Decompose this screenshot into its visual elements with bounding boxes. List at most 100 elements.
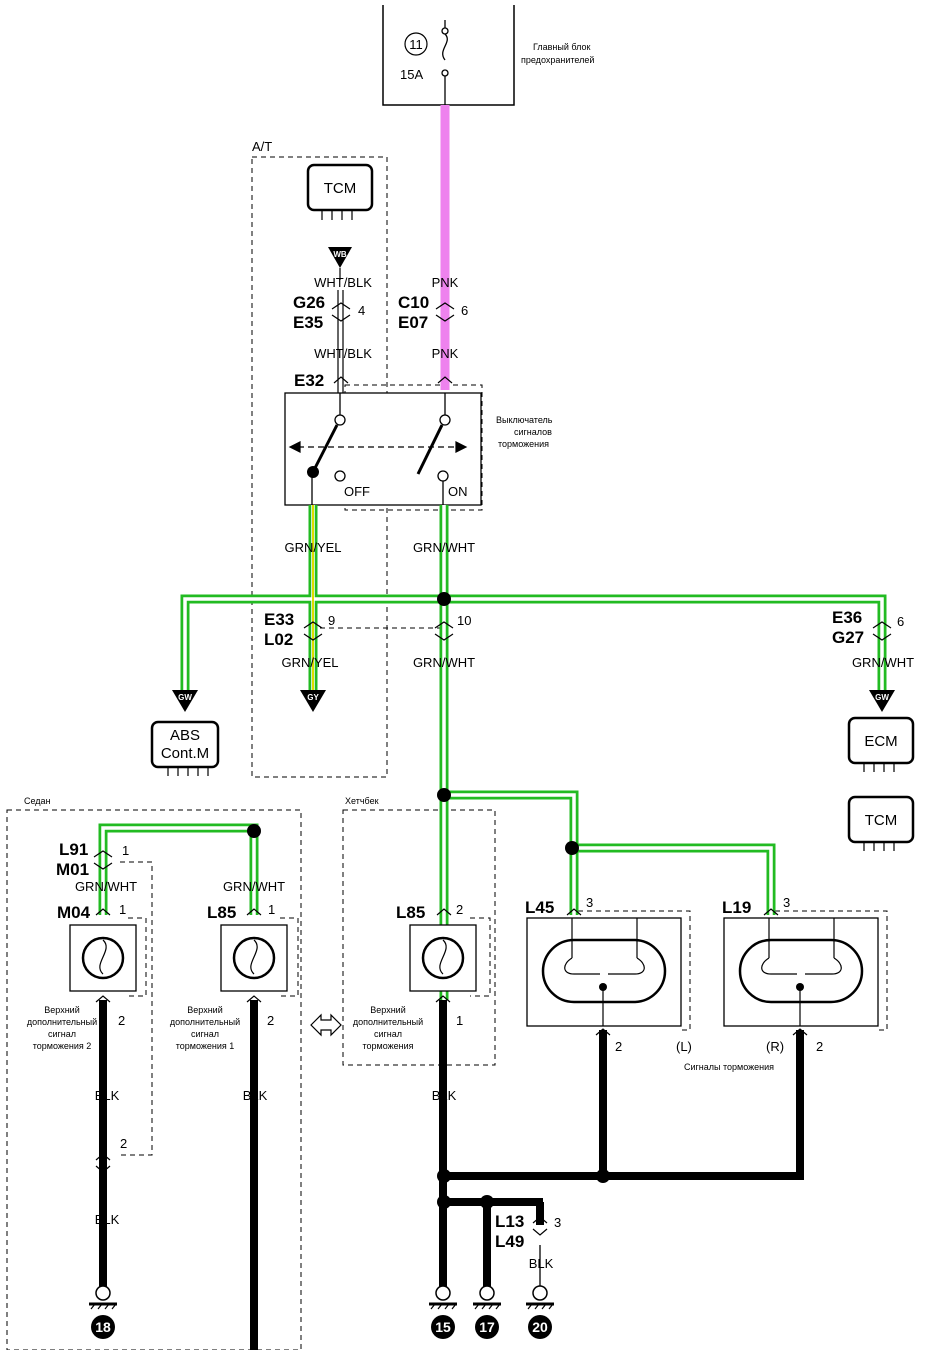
connector-c10: C10 xyxy=(398,293,429,312)
svg-text:сигнал: сигнал xyxy=(374,1029,402,1039)
lamp2-caption: Верхний дополнительный сигнал торможения… xyxy=(27,1005,97,1051)
tcm-module: TCM xyxy=(306,163,374,220)
wire-label-blk-l85-center: BLK xyxy=(432,1088,457,1103)
svg-text:дополнительный: дополнительный xyxy=(353,1017,423,1027)
connector-glyph-c10 xyxy=(435,302,455,322)
connector-l85-left-bottom-pin: 2 xyxy=(267,1013,274,1028)
ground-symbol-15 xyxy=(429,1285,457,1339)
wire-label-blk-m04-lower: BLK xyxy=(95,1212,120,1227)
svg-text:ABS: ABS xyxy=(170,727,200,744)
connector-l85-center-pin: 2 xyxy=(456,902,463,917)
m01-m04-dashed-link xyxy=(118,861,153,1156)
ground-20: 20 xyxy=(532,1319,548,1335)
svg-text:ECM: ECM xyxy=(864,733,897,750)
gw-right-badge: GW xyxy=(875,693,889,702)
connector-e32: E32 xyxy=(294,371,324,390)
connector-l02: L02 xyxy=(264,630,293,649)
connector-l85-center-bottom-pin: 1 xyxy=(456,1013,463,1028)
svg-text:TCM: TCM xyxy=(865,812,898,829)
wire-label-blk-l85-left: BLK xyxy=(243,1088,268,1103)
connector-glyph-e32 xyxy=(333,376,453,384)
svg-text:сигнал: сигнал xyxy=(191,1029,219,1039)
svg-text:Верхний: Верхний xyxy=(187,1005,222,1015)
brake-switch-actuator xyxy=(288,441,468,453)
switch-label-3: торможения xyxy=(498,439,549,449)
connector-c10-pin: 6 xyxy=(461,303,468,318)
region-hatchback: Хетчбек xyxy=(345,796,379,806)
connector-glyph-l91 xyxy=(93,850,113,870)
svg-text:Cont.M: Cont.M xyxy=(161,745,209,762)
ground-15: 15 xyxy=(435,1319,451,1335)
connector-m01-bottom-pin: 2 xyxy=(120,1136,127,1151)
fuse-number-circle xyxy=(404,32,428,56)
svg-text:торможения 2: торможения 2 xyxy=(33,1041,92,1051)
wire-label-wht-blk-top: WHT/BLK xyxy=(314,275,372,290)
svg-text:дополнительный: дополнительный xyxy=(170,1017,240,1027)
gw-left-badge: GW xyxy=(178,693,192,702)
connector-l91-pin: 1 xyxy=(122,843,129,858)
wire-label-grn-wht-l85: GRN/WHT xyxy=(223,879,285,894)
wire-label-grn-yel-top: GRN/YEL xyxy=(284,540,341,555)
connector-center-pin: 10 xyxy=(457,613,471,628)
fuse-rating: 15A xyxy=(400,67,423,82)
wire-label-grn-yel-bottom: GRN/YEL xyxy=(281,655,338,670)
lamp-l85-center xyxy=(409,924,477,992)
connector-m04: M04 xyxy=(57,903,91,922)
l85-left-lamp-frame xyxy=(280,917,299,997)
fuse-box xyxy=(382,5,515,106)
connector-glyph-g26 xyxy=(331,302,351,322)
stop-lamps-label: Сигналы торможения xyxy=(684,1062,774,1072)
lamp-l85-left xyxy=(220,924,288,992)
svg-text:TCM: TCM xyxy=(324,180,357,197)
connector-l13-pin: 3 xyxy=(554,1215,561,1230)
switch-on-label: ON xyxy=(448,484,468,499)
switch-label-2: сигналов xyxy=(514,427,552,437)
gw-left-badge-triangle xyxy=(172,690,198,712)
l45-lamp-frame xyxy=(578,910,691,1031)
lamp-hb-caption: Верхний дополнительный сигнал торможения xyxy=(353,1005,423,1051)
lamp-l45 xyxy=(526,917,682,1027)
wire-label-grn-wht-top: GRN/WHT xyxy=(413,540,475,555)
connector-l19-bottom-pin: 2 xyxy=(816,1039,823,1054)
connector-l49: L49 xyxy=(495,1232,524,1251)
l85-center-lamp-frame xyxy=(470,917,491,997)
fuse-number: 11 xyxy=(409,37,423,52)
connector-e36: E36 xyxy=(832,608,862,627)
fuse-symbol xyxy=(441,20,449,105)
wire-label-pnk-bottom: PNK xyxy=(432,346,459,361)
switch-off-label: OFF xyxy=(344,484,370,499)
ground-symbol-18 xyxy=(89,1285,117,1339)
region-sedan: Седан xyxy=(24,796,51,806)
connector-e36-pin: 6 xyxy=(897,614,904,629)
connector-l45: L45 xyxy=(525,898,554,917)
connector-g26: G26 xyxy=(293,293,325,312)
connector-m04-pin: 1 xyxy=(119,902,126,917)
black-wires xyxy=(99,1000,804,1350)
fuse-label-2: предохранителей xyxy=(521,55,594,65)
green-wires xyxy=(98,505,887,1000)
splice-dots xyxy=(247,592,610,1209)
lamp-m04 xyxy=(69,924,137,992)
connector-l45-bottom-pin: 2 xyxy=(615,1039,622,1054)
at-label: A/T xyxy=(252,139,272,154)
svg-text:торможения: торможения xyxy=(362,1041,413,1051)
lamp1-caption: Верхний дополнительный сигнал торможения… xyxy=(170,1005,240,1051)
ground-17: 17 xyxy=(479,1319,495,1335)
connector-e35: E35 xyxy=(293,313,323,332)
sedan-frame xyxy=(6,809,302,1350)
wire-label-pnk-top: PNK xyxy=(432,275,459,290)
double-arrow-icon xyxy=(310,1013,342,1037)
svg-text:Верхний: Верхний xyxy=(370,1005,405,1015)
connector-l19: L19 xyxy=(722,898,751,917)
wire-label-grn-wht-m01: GRN/WHT xyxy=(75,879,137,894)
abs-module: ABS Cont.M xyxy=(150,720,220,776)
brake-switch-box xyxy=(284,392,482,506)
fuse-label-1: Главный блок xyxy=(533,42,590,52)
connector-g26-pin: 4 xyxy=(358,303,365,318)
ground-symbol-20 xyxy=(526,1285,554,1339)
lamp-left-side: (L) xyxy=(676,1039,692,1054)
tcm-right-module: TCM xyxy=(847,795,915,851)
brake-switch-contacts xyxy=(311,393,451,505)
hatchback-frame xyxy=(342,809,496,1066)
